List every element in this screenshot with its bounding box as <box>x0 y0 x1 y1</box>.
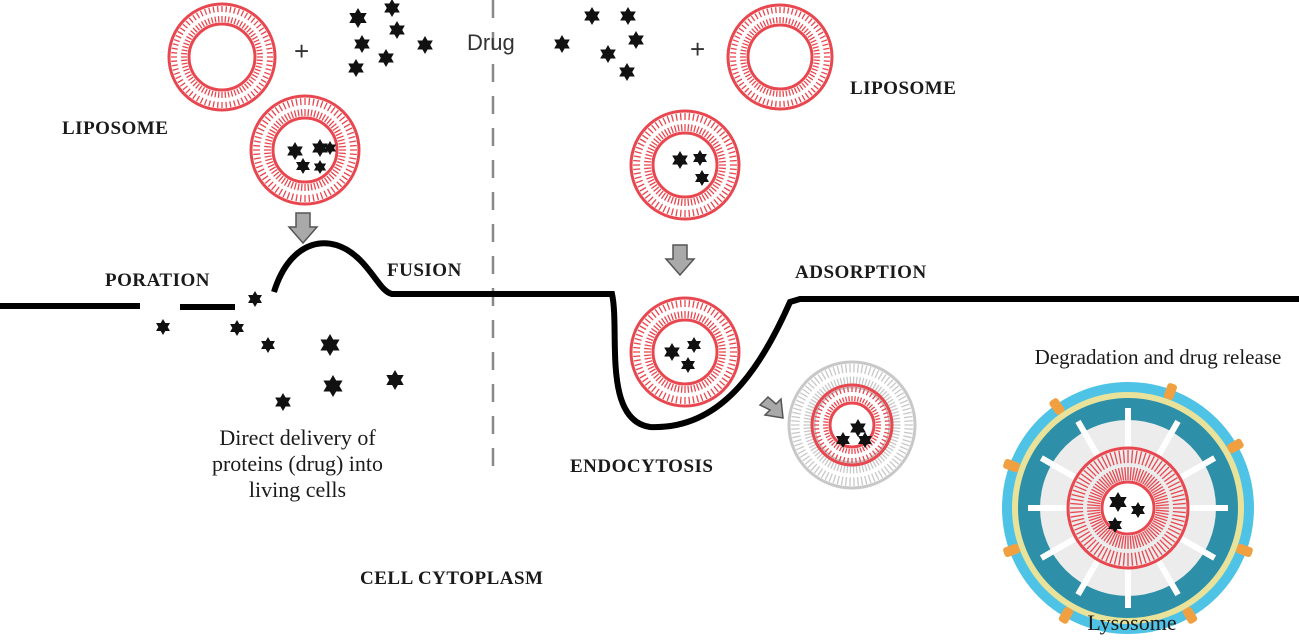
drug-star <box>389 21 405 39</box>
poration-label: PORATION <box>105 270 210 291</box>
arrow-to-endosome <box>758 395 784 419</box>
drug-star <box>320 334 340 356</box>
plus-sign-right: + <box>690 34 706 64</box>
drug-star <box>600 45 616 63</box>
membrane-protein <box>1003 543 1020 558</box>
liposome-in-pit <box>629 296 741 408</box>
liposome-label-left: LIPOSOME <box>62 118 169 139</box>
adsorption-label: ADSORPTION <box>795 262 927 283</box>
membrane-protein <box>1236 543 1253 558</box>
drug-star <box>261 337 275 353</box>
liposome-loaded-adsorption <box>629 109 741 221</box>
plus-sign-left: + <box>294 36 310 66</box>
down-arrow-adsorption <box>664 244 696 277</box>
liposome-label-right: LIPOSOME <box>850 78 957 99</box>
membrane-curve <box>271 240 1299 431</box>
drug-star <box>156 319 170 335</box>
cell-cytoplasm-label: CELL CYTOPLASM <box>360 568 544 589</box>
drug-star <box>620 7 636 25</box>
drug-star <box>323 375 343 397</box>
degradation-caption: Degradation and drug release <box>1034 345 1282 369</box>
drug-star <box>554 35 570 53</box>
fusion-label: FUSION <box>387 260 462 281</box>
liposome-loaded-fusion <box>249 94 361 206</box>
drug-star <box>619 63 635 81</box>
drug-star <box>628 31 644 49</box>
drug-star <box>384 0 400 17</box>
membrane-protein <box>1182 607 1198 624</box>
drug-star <box>349 8 367 28</box>
drug-star <box>386 370 404 390</box>
drug-star <box>248 291 262 307</box>
direct-delivery-caption: Direct delivery of proteins (drug) into … <box>211 425 384 502</box>
drug-star <box>584 7 600 25</box>
drug-star <box>354 35 370 53</box>
endocytosis-label: ENDOCYTOSIS <box>570 456 714 477</box>
membrane-protein <box>1049 398 1065 415</box>
membrane-protein <box>1227 438 1244 454</box>
liposome-empty-right <box>726 3 834 111</box>
membrane-protein <box>1058 607 1074 624</box>
membrane-protein <box>1163 383 1178 400</box>
drug-star <box>230 320 244 336</box>
drug-star <box>275 393 291 411</box>
drug-label: Drug <box>467 30 515 55</box>
drug-star <box>348 59 364 77</box>
down-arrow-fusion <box>287 212 319 245</box>
membrane-protein <box>1003 459 1020 473</box>
drug-star <box>378 49 394 67</box>
drug-star <box>417 36 433 54</box>
lysosome-label: Lysosome <box>1087 610 1177 635</box>
lysosome-liposome <box>1066 446 1190 570</box>
liposome-empty-left <box>167 2 277 112</box>
